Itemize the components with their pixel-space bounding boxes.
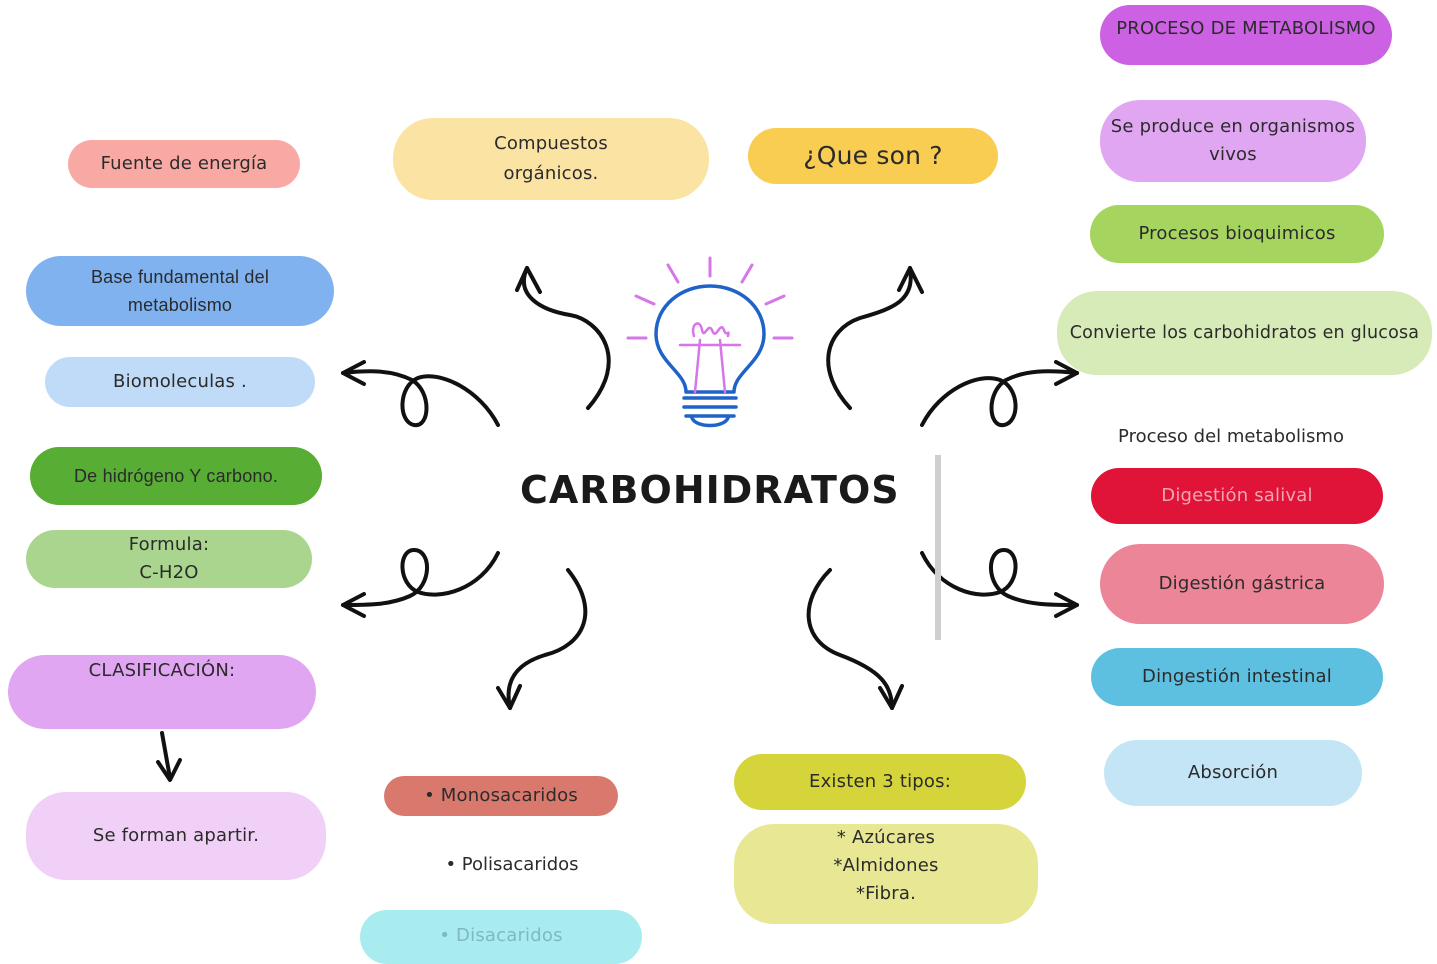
lightbulb-icon — [626, 256, 794, 428]
node-fuente-energia: Fuente de energía — [68, 140, 300, 188]
node-que-son: ¿Que son ? — [748, 128, 998, 184]
divider — [935, 455, 941, 640]
diagram-title: CARBOHIDRATOS — [520, 468, 900, 512]
node-se-produce: Se produce en organismos vivos — [1100, 100, 1366, 182]
node-tipos-lista: * Azúcares *Almidones *Fibra. — [734, 824, 1038, 924]
node-biomoleculas: Biomoleculas . — [45, 357, 315, 407]
node-polisacaridos: • Polisacaridos — [445, 854, 579, 875]
node-disacaridos: • Disacaridos — [360, 910, 642, 964]
node-digestion-gastrica: Digestión gástrica — [1100, 544, 1384, 624]
node-proceso-metabolismo: PROCESO DE METABOLISMO — [1100, 5, 1392, 65]
node-hidrogeno-carbono: De hidrógeno Y carbono. — [30, 447, 322, 505]
node-formula: Formula: C-H2O — [26, 530, 312, 588]
node-digestion-salival: Digestión salival — [1091, 468, 1383, 524]
node-monosacaridos: • Monosacaridos — [384, 776, 618, 816]
node-compuestos-organicos: Compuestos orgánicos. — [393, 118, 709, 200]
label-proceso-del-metabolismo: Proceso del metabolismo — [1118, 426, 1344, 447]
node-clasificacion: CLASIFICACIÓN: — [8, 655, 316, 729]
node-procesos-bioquimicos: Procesos bioquimicos — [1090, 205, 1384, 263]
node-digestion-intestinal: Dingestión intestinal — [1091, 648, 1383, 706]
node-se-forman: Se forman apartir. — [26, 792, 326, 880]
node-absorcion: Absorción — [1104, 740, 1362, 806]
node-base-fundamental: Base fundamental del metabolismo — [26, 256, 334, 326]
node-convierte-glucosa: Convierte los carbohidratos en glucosa — [1057, 291, 1432, 375]
node-existen-tipos: Existen 3 tipos: — [734, 754, 1026, 810]
